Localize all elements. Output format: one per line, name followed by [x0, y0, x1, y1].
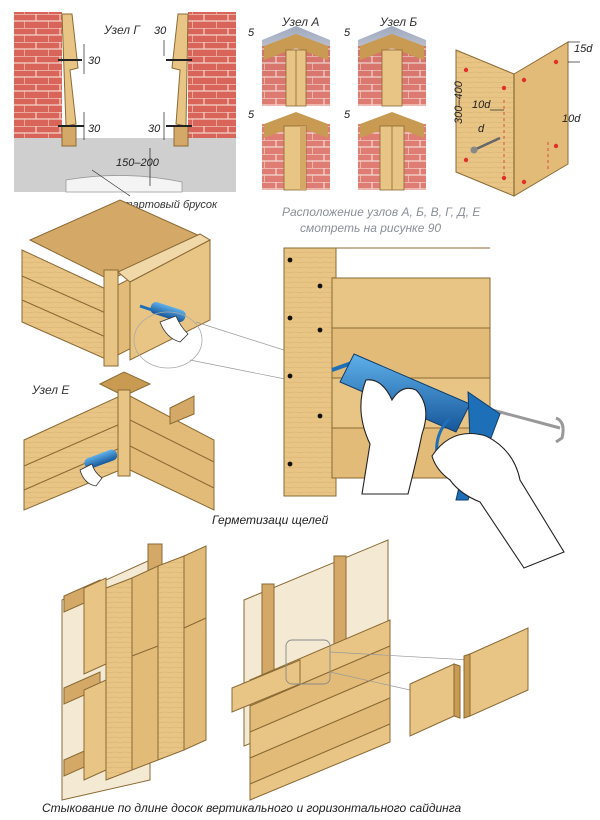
corner-sealing-lower: Узел Е — [23, 371, 215, 511]
joint-detail-left — [409, 663, 461, 737]
board-left — [61, 13, 79, 127]
layout-note-line2: смотреть на рисунке 90 — [300, 221, 441, 235]
corner-nailing-figure: 15d 10d 10d d 300–400 — [453, 41, 593, 197]
node-g-label: Узел Г — [103, 23, 141, 37]
corner-board-right — [513, 41, 569, 197]
horizontal-siding-figure — [231, 539, 529, 801]
hand-right — [431, 432, 565, 569]
dim-30-a: 30 — [88, 55, 101, 67]
dim-10d-a: 10d — [472, 99, 491, 111]
start-bar-label: стартовый брусок — [118, 199, 218, 211]
dim-5-d: 5 — [344, 109, 351, 121]
sealing-closeup: Герметизаци щелей — [212, 247, 565, 569]
dim-30-b: 30 — [88, 123, 101, 135]
vertical-siding-figure — [61, 543, 207, 801]
node-b-bottom — [358, 112, 426, 191]
corner-sealing-upper — [21, 199, 291, 381]
dim-10d-b: 10d — [562, 113, 581, 125]
dim-15d: 15d — [574, 43, 593, 55]
hand-left — [360, 379, 427, 495]
dim-30-d: 30 — [154, 25, 167, 37]
node-b-label: Узел Б — [379, 15, 417, 29]
node-a-label: Узел А — [281, 15, 319, 29]
brick-wall-left — [14, 12, 62, 140]
layout-note-line1: Расположение узлов А, Б, В, Г, Д, Е — [282, 205, 481, 219]
dim-d: d — [478, 123, 485, 135]
joint-detail-right — [463, 627, 529, 719]
node-e-label: Узел Е — [31, 383, 70, 397]
dim-5-a: 5 — [248, 27, 255, 39]
joining-caption: Стыкование по длине досок вертикального … — [42, 801, 462, 815]
dim-5-c: 5 — [344, 27, 351, 39]
board-right — [171, 13, 189, 127]
caulking-gun-small-2 — [79, 449, 118, 487]
dim-150-200: 150–200 — [116, 157, 160, 169]
nodes-a-b-figure: Узел А Узел Б 5 5 5 5 Расположение узлов… — [248, 15, 481, 235]
sealing-caption: Герметизаци щелей — [212, 513, 329, 527]
node-a-bottom — [262, 112, 330, 191]
brick-wall-right — [188, 12, 236, 140]
node-b-top — [358, 26, 426, 107]
node-a-top — [262, 26, 330, 107]
nail-icon — [473, 136, 501, 152]
node-g-figure: Узел Г 30 30 30 30 150–200 стартовый бру… — [14, 12, 236, 211]
dim-5-b: 5 — [248, 109, 255, 121]
dim-30-c: 30 — [148, 123, 161, 135]
dim-300-400: 300–400 — [453, 80, 465, 124]
